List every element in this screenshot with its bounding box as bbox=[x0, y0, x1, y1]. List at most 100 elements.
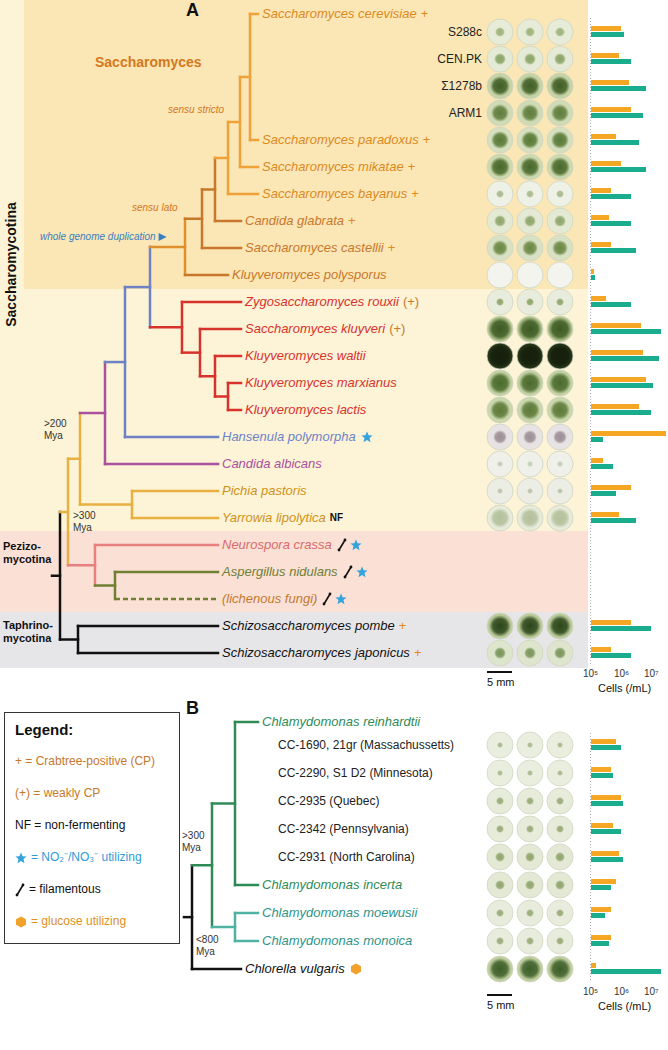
colony-spot bbox=[526, 298, 534, 306]
band-heading: Pezizo- mycotina bbox=[3, 540, 59, 566]
hexagon-symbol bbox=[15, 915, 27, 929]
bar-orange bbox=[591, 134, 616, 139]
text-label: 10⁵ bbox=[583, 986, 598, 998]
bar-orange bbox=[591, 879, 616, 884]
species-row: Hansenula polymorpha bbox=[222, 428, 375, 446]
colony-spot bbox=[554, 53, 566, 65]
star-shape bbox=[356, 567, 367, 578]
colony-spot bbox=[495, 880, 505, 890]
bar-teal bbox=[591, 491, 616, 496]
species-row: Saccharomyces paradoxus+ bbox=[262, 131, 430, 149]
filament-dot bbox=[22, 883, 25, 886]
colony-spot bbox=[556, 298, 564, 306]
text-label: CC-2290, S1 D2 (Minnesota) bbox=[278, 765, 433, 781]
colony-spot bbox=[555, 27, 565, 37]
tree-branch bbox=[78, 625, 218, 628]
legend-entry: (+) = weakly CP bbox=[15, 786, 173, 801]
colony-plate bbox=[517, 613, 543, 639]
colony-plate bbox=[487, 316, 513, 342]
colony-plate bbox=[517, 181, 543, 207]
colony-spot bbox=[549, 958, 571, 980]
species-name: (lichenous fungi) bbox=[222, 590, 317, 608]
legend-text: + = Crabtree-positive (CP) bbox=[15, 754, 155, 769]
tree-branch bbox=[240, 166, 258, 169]
colony-spot bbox=[494, 647, 506, 659]
tree-branch bbox=[235, 884, 258, 887]
filament-line bbox=[324, 594, 330, 604]
colony-plate bbox=[517, 732, 543, 758]
colony-plate bbox=[517, 343, 543, 369]
bar-orange bbox=[591, 323, 641, 328]
star-shape bbox=[361, 432, 372, 443]
legend-entry: = glucose utilizing bbox=[15, 914, 173, 929]
colony-plate bbox=[547, 73, 573, 99]
tree-branch bbox=[228, 121, 240, 124]
colony-spot bbox=[557, 461, 563, 467]
colony-plate bbox=[547, 872, 573, 898]
text-label: CC-2935 (Quebec) bbox=[278, 793, 379, 809]
filament-symbol bbox=[343, 565, 353, 579]
bar-axis bbox=[590, 733, 591, 982]
colony-spot bbox=[526, 909, 534, 917]
scale-bar bbox=[487, 994, 512, 996]
colony-spot bbox=[490, 400, 510, 420]
bar-orange bbox=[591, 26, 621, 31]
crabtree-marker: + bbox=[348, 212, 356, 230]
colony-spot bbox=[520, 400, 540, 420]
colony-plate bbox=[547, 956, 573, 982]
filament-line bbox=[339, 540, 345, 550]
colony-spot bbox=[525, 27, 535, 37]
tree-branch bbox=[150, 326, 182, 329]
species-name: Saccharomyces mikatae bbox=[262, 158, 404, 176]
species-row: Saccharomyces kluyveri(+) bbox=[245, 320, 405, 338]
colony-plate bbox=[517, 127, 543, 153]
species-row: Saccharomyces bayanus+ bbox=[262, 185, 419, 203]
text-label: A bbox=[186, 0, 199, 20]
tree-branch bbox=[124, 287, 127, 437]
tree-branch bbox=[235, 912, 258, 915]
tree-branch bbox=[105, 361, 125, 364]
bar-teal bbox=[591, 113, 643, 118]
species-name: Saccharomyces castellii bbox=[245, 239, 384, 257]
colony-spot bbox=[491, 131, 509, 149]
colony-spot bbox=[556, 797, 564, 805]
tree-branch bbox=[149, 247, 152, 327]
colony-spot bbox=[520, 76, 540, 96]
text-label: Cells (/mL) bbox=[598, 1000, 651, 1013]
bar-teal bbox=[591, 194, 631, 199]
tree-branch bbox=[181, 302, 184, 353]
species-row: Schizosaccharomyces japonicus+ bbox=[222, 644, 421, 662]
colony-plate bbox=[517, 872, 543, 898]
text-label: CC-2931 (North Carolina) bbox=[278, 849, 415, 865]
crabtree-marker: (+) bbox=[389, 320, 405, 338]
bar-teal bbox=[591, 969, 661, 974]
species-name: Kluyveromyces waltii bbox=[245, 347, 366, 365]
crabtree-marker: (+) bbox=[403, 293, 419, 311]
text-label: 5 mm bbox=[487, 999, 515, 1012]
colony-plate bbox=[487, 127, 513, 153]
filament-symbol bbox=[322, 592, 332, 606]
text-label: 10⁷ bbox=[644, 986, 659, 998]
colony-plate bbox=[547, 732, 573, 758]
colony-spot bbox=[497, 742, 503, 748]
colony-spot bbox=[489, 372, 511, 394]
colony-plate bbox=[517, 478, 543, 504]
tree-branch bbox=[68, 564, 95, 567]
colony-spot bbox=[490, 76, 510, 96]
colony-spot bbox=[555, 880, 565, 890]
colony-plate bbox=[547, 928, 573, 954]
tree-branch bbox=[215, 355, 241, 358]
bar-teal bbox=[591, 464, 613, 469]
species-row: Yarrowia lipolyticaNF bbox=[222, 509, 343, 527]
colony-spot bbox=[497, 461, 503, 467]
colony-plate bbox=[547, 289, 573, 315]
legend-entry: = filamentous bbox=[15, 882, 173, 897]
colony-spot bbox=[555, 852, 565, 862]
colony-plate bbox=[517, 397, 543, 423]
colony-spot bbox=[526, 797, 534, 805]
colony-plate bbox=[547, 100, 573, 126]
tree-branch bbox=[212, 926, 235, 929]
bar-teal bbox=[591, 383, 653, 388]
tree-branch bbox=[80, 503, 132, 506]
text-label: >200 Mya bbox=[44, 418, 74, 442]
